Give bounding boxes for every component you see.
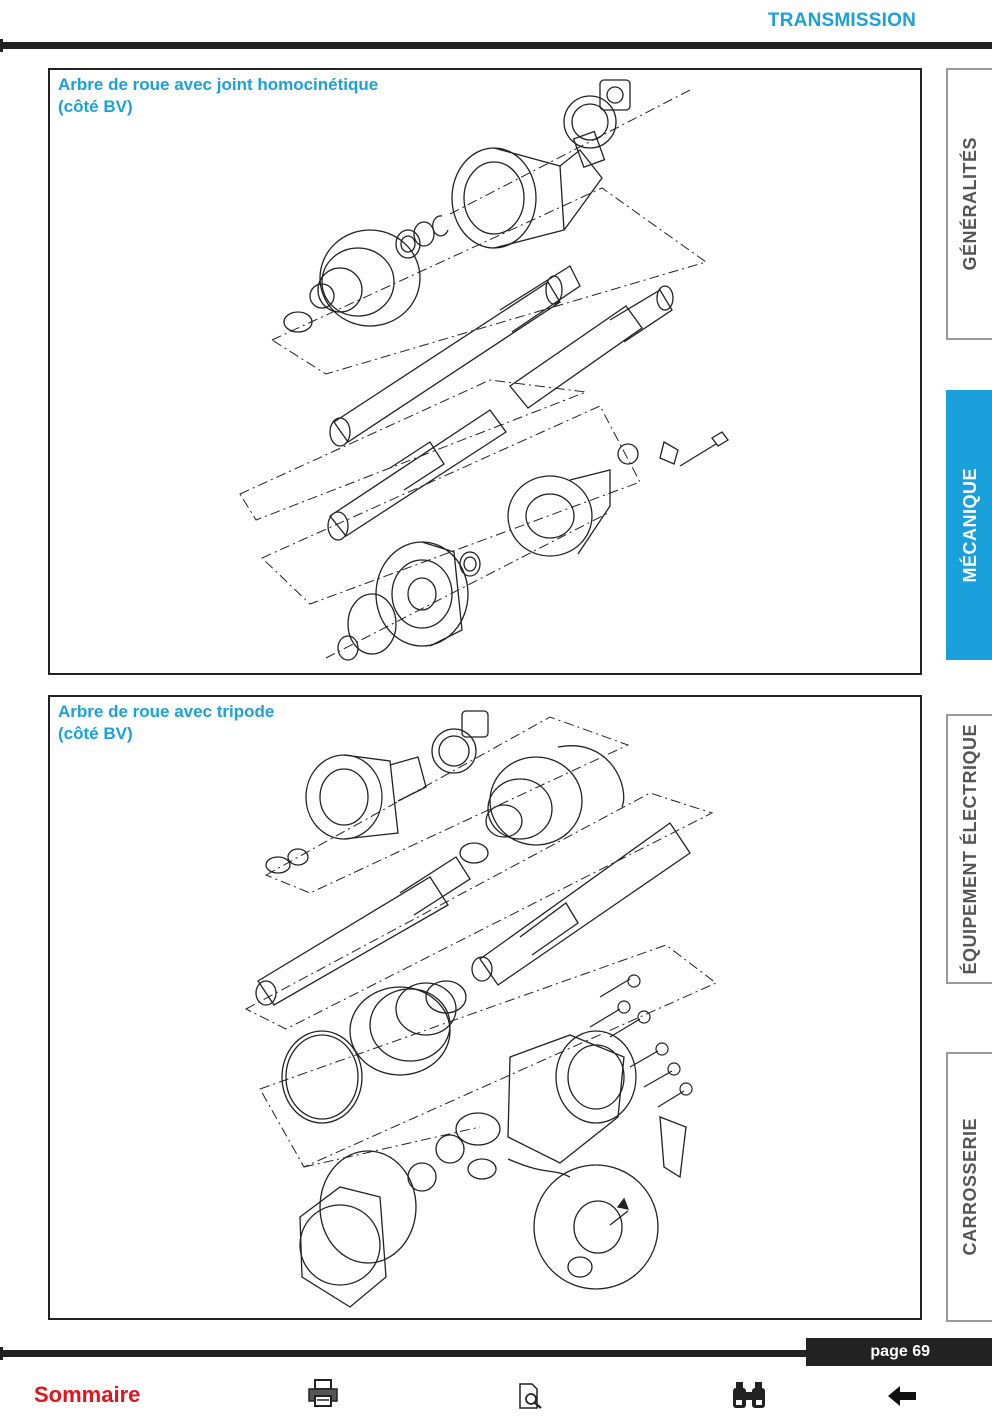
figure-title-line-2: (côté BV) — [58, 724, 133, 743]
cv-joint-exploded-diagram — [239, 79, 729, 661]
page-search-icon[interactable] — [516, 1382, 546, 1415]
binoculars-icon[interactable] — [730, 1380, 768, 1415]
tripod-exploded-diagram — [244, 710, 717, 1308]
bottom-rule — [0, 1347, 806, 1360]
back-arrow-icon[interactable] — [886, 1384, 918, 1413]
figure-title: Arbre de roue avec joint homocinétique (… — [58, 74, 378, 118]
figure-title-line-2: (côté BV) — [58, 97, 133, 116]
tab-label: CARROSSERIE — [959, 1118, 980, 1256]
tab-generalites[interactable]: GÉNÉRALITÉS — [946, 68, 992, 340]
figure-panel-tripod: Arbre de roue avec tripode (côté BV) — [48, 695, 922, 1320]
tab-label: GÉNÉRALITÉS — [959, 137, 980, 271]
figure-title: Arbre de roue avec tripode (côté BV) — [58, 701, 274, 745]
figure-title-line-1: Arbre de roue avec tripode — [58, 702, 275, 721]
tab-carrosserie[interactable]: CARROSSERIE — [946, 1052, 992, 1322]
tab-label: ÉQUIPEMENT ÉLECTRIQUE — [959, 723, 980, 975]
tab-equipement-electrique[interactable]: ÉQUIPEMENT ÉLECTRIQUE — [946, 714, 992, 984]
printer-icon[interactable] — [306, 1378, 340, 1413]
tab-label: MÉCANIQUE — [959, 467, 980, 583]
figure-title-line-1: Arbre de roue avec joint homocinétique — [58, 75, 379, 94]
top-rule — [0, 39, 992, 52]
section-title: TRANSMISSION — [767, 10, 916, 31]
summary-link[interactable]: Sommaire — [34, 1382, 141, 1407]
tab-mecanique[interactable]: MÉCANIQUE — [946, 390, 992, 660]
page-number: page 69 — [806, 1338, 992, 1366]
figure-panel-cv-joint: Arbre de roue avec joint homocinétique (… — [48, 68, 922, 675]
